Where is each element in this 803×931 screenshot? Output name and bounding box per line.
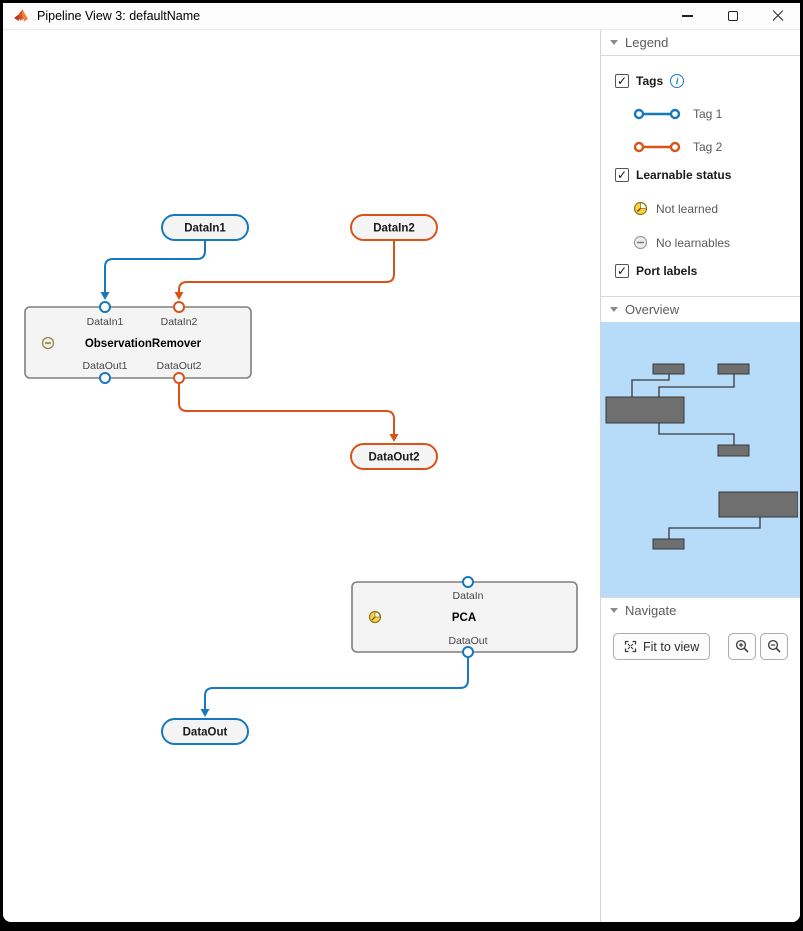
tag1-label: Tag 1 — [693, 107, 723, 121]
minimap-node — [717, 444, 750, 457]
svg-text:PCA: PCA — [452, 612, 476, 624]
svg-text:DataOut1: DataOut1 — [83, 360, 128, 372]
no-learnables-minus-icon — [633, 235, 648, 250]
learnable-status-label: Learnable status — [636, 168, 732, 182]
legend-header-label: Legend — [625, 35, 669, 50]
zoom-out-icon — [767, 639, 781, 653]
minimap-node — [717, 363, 750, 375]
node-dataout[interactable]: DataOut — [161, 718, 249, 745]
window-title: Pipeline View 3: defaultName — [37, 9, 201, 23]
fit-to-view-icon — [624, 640, 637, 653]
port-pca-dataout[interactable] — [462, 646, 474, 658]
not-learned-clock-icon — [633, 201, 648, 216]
minimize-button[interactable] — [665, 3, 710, 29]
minimize-icon — [682, 15, 693, 17]
pipeline-view-window: Pipeline View 3: defaultName — [3, 3, 800, 922]
matlab-logo-icon — [14, 9, 28, 22]
svg-text:DataOut: DataOut — [183, 727, 228, 739]
not-learned-label: Not learned — [656, 201, 719, 216]
minimap-diagram — [605, 363, 799, 550]
overview-section-header[interactable]: Overview — [601, 296, 800, 322]
no-learnables-icon — [41, 336, 55, 350]
minimap-node — [605, 396, 685, 424]
overview-header-label: Overview — [625, 302, 680, 317]
svg-text:DataOut2: DataOut2 — [368, 452, 419, 464]
svg-text:DataIn2: DataIn2 — [373, 223, 415, 235]
overview-minimap[interactable] — [601, 322, 800, 597]
node-datain2[interactable]: DataIn2 — [350, 214, 438, 241]
tag2-label: Tag 2 — [693, 140, 723, 154]
connection-pca-to-dataout[interactable] — [200, 658, 469, 717]
info-icon[interactable]: i — [670, 74, 685, 88]
learnable-status-checkbox[interactable]: ✓ — [615, 168, 629, 182]
svg-text:DataOut2: DataOut2 — [157, 360, 202, 372]
fit-to-view-label: Fit to view — [643, 639, 700, 654]
collapse-arrow-icon — [610, 307, 618, 312]
navigate-header-label: Navigate — [625, 603, 677, 618]
svg-text:DataIn1: DataIn1 — [184, 223, 226, 235]
not-learned-icon — [368, 610, 382, 624]
port-pca-datain[interactable] — [462, 576, 474, 588]
tag2-legend-item: Tag 2 — [633, 140, 800, 154]
port-labels-checkbox-row: ✓ Port labels — [615, 264, 800, 278]
close-button[interactable] — [755, 3, 800, 29]
navigate-section-header[interactable]: Navigate — [601, 597, 800, 623]
node-dataout2[interactable]: DataOut2 — [350, 443, 438, 470]
zoom-out-button[interactable] — [760, 633, 788, 660]
tag2-line-icon — [633, 141, 681, 153]
close-icon — [772, 10, 784, 22]
collapse-arrow-icon — [610, 608, 618, 613]
maximize-icon — [727, 11, 738, 21]
port-remover-datain1[interactable] — [99, 301, 111, 313]
node-pca[interactable]: DataIn PCA DataOut — [351, 576, 578, 658]
panel-empty-area — [601, 660, 800, 922]
svg-text:DataIn2: DataIn2 — [161, 316, 198, 328]
collapse-arrow-icon — [610, 40, 618, 45]
port-labels-label: Port labels — [636, 264, 698, 278]
pipeline-diagram: DataIn1 DataIn2 DataIn1 DataIn2 Obs — [24, 214, 578, 745]
port-remover-datain2[interactable] — [173, 301, 185, 313]
node-datain1[interactable]: DataIn1 — [161, 214, 249, 241]
tag1-legend-item: Tag 1 — [633, 107, 800, 121]
zoom-in-icon — [735, 639, 749, 653]
no-learnables-legend-item: No learnables — [633, 235, 800, 250]
connection-datain1-to-remover[interactable] — [100, 240, 206, 300]
port-remover-dataout1[interactable] — [99, 372, 111, 384]
svg-text:DataOut: DataOut — [448, 635, 487, 647]
maximize-button[interactable] — [710, 3, 755, 29]
port-remover-dataout2[interactable] — [173, 372, 185, 384]
connection-datain2-to-remover[interactable] — [174, 240, 395, 300]
svg-text:ObservationRemover: ObservationRemover — [85, 338, 202, 350]
legend-body: ✓ Tags i Tag 1 — [601, 56, 800, 296]
port-labels-checkbox[interactable]: ✓ — [615, 264, 629, 278]
titlebar: Pipeline View 3: defaultName — [3, 3, 800, 30]
side-panel: Legend ✓ Tags i Tag 1 — [601, 30, 800, 922]
learnable-checkbox-row: ✓ Learnable status — [615, 168, 800, 182]
tags-checkbox-row: ✓ Tags i — [615, 74, 800, 88]
minimap-node — [718, 491, 799, 518]
minimap-node — [652, 363, 685, 375]
svg-text:DataIn1: DataIn1 — [87, 316, 124, 328]
pipeline-canvas[interactable]: DataIn1 DataIn2 DataIn1 DataIn2 Obs — [3, 30, 601, 922]
not-learned-legend-item: Not learned — [633, 201, 800, 216]
tag1-line-icon — [633, 108, 681, 120]
legend-section-header[interactable]: Legend — [601, 30, 800, 56]
no-learnables-label: No learnables — [656, 235, 731, 250]
fit-to-view-button[interactable]: Fit to view — [613, 633, 711, 660]
connection-remover-to-dataout2[interactable] — [178, 384, 399, 442]
node-observation-remover[interactable]: DataIn1 DataIn2 ObservationRemover DataO… — [24, 301, 252, 384]
tags-label: Tags — [636, 74, 664, 88]
svg-text:DataIn: DataIn — [453, 590, 484, 602]
minimap-node — [652, 538, 685, 550]
tags-checkbox[interactable]: ✓ — [615, 74, 629, 88]
navigate-controls: Fit to view — [601, 623, 800, 660]
zoom-in-button[interactable] — [728, 633, 756, 660]
